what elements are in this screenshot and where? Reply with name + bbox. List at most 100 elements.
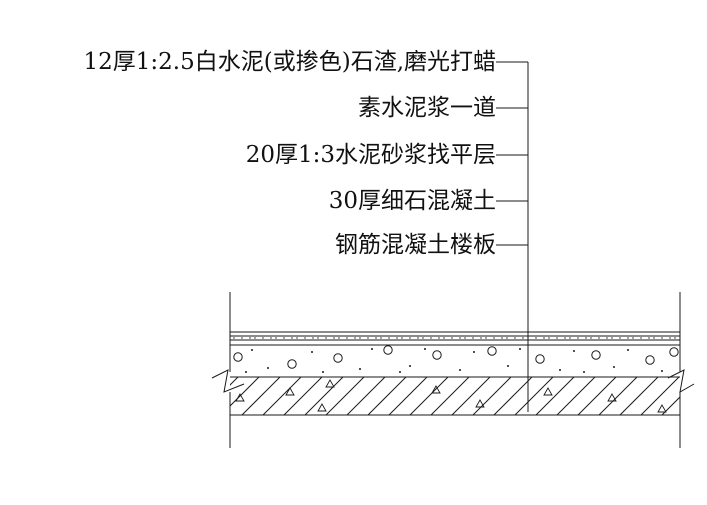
hatch-line [325, 377, 365, 415]
aggregate-triangle [325, 379, 335, 388]
hatch-line [577, 377, 617, 415]
aggregate-circle [645, 355, 655, 365]
aggregate-circle [287, 359, 297, 369]
hatch-line [304, 377, 344, 415]
aggregate-triangle [285, 387, 295, 396]
mortar-dot [548, 337, 550, 339]
mortar-dot [438, 337, 440, 339]
hatch-line [388, 377, 428, 415]
aggregate-dot [519, 348, 521, 350]
mortar-dot [359, 337, 361, 339]
mortar-dot [506, 337, 508, 339]
aggregate-dot [661, 370, 663, 372]
mortar-dot [501, 337, 503, 339]
mortar-dot [430, 337, 432, 339]
aggregate-dot [583, 371, 585, 373]
mortar-dot [653, 337, 655, 339]
mortar-dot [325, 337, 327, 339]
mortar-dot [648, 337, 650, 339]
hatch-line [493, 377, 533, 415]
mortar-dot [590, 337, 592, 339]
aggregate-dot [573, 350, 575, 352]
aggregate-circle [233, 352, 243, 362]
aggregate-triangle [543, 387, 553, 396]
break-mark-left [211, 369, 245, 393]
aggregate-circle [535, 354, 545, 364]
hatch-line [556, 377, 596, 415]
hatch-line [346, 377, 386, 415]
hatch-line [661, 396, 680, 415]
mortar-dot [354, 337, 356, 339]
aggregate-circles [233, 345, 679, 369]
slab-triangles [235, 379, 667, 413]
mortar-dot [527, 337, 529, 339]
mortar-dot [443, 337, 445, 339]
hatch-line [283, 377, 323, 415]
mortar-dot [585, 337, 587, 339]
mortar-dot [577, 337, 579, 339]
mortar-dot [606, 337, 608, 339]
mortar-dot [275, 337, 277, 339]
mortar-dot [249, 337, 251, 339]
aggregate-circle [383, 345, 393, 355]
aggregate-triangle [235, 393, 245, 402]
mortar-dot [564, 337, 566, 339]
mortar-dots [233, 337, 676, 339]
mortar-dot [543, 337, 545, 339]
mortar-dot [674, 337, 676, 339]
mortar-dot [317, 337, 319, 339]
aggregate-circle [333, 353, 343, 363]
mortar-dot [480, 337, 482, 339]
mortar-dot [333, 337, 335, 339]
aggregate-dot [559, 369, 561, 371]
mortar-dot [640, 337, 642, 339]
mortar-dot [367, 337, 369, 339]
layer-label-cement-slurry: 素水泥浆一道 [358, 95, 496, 121]
mortar-dot [401, 337, 403, 339]
mortar-dot [619, 337, 621, 339]
aggregate-circle [591, 350, 601, 360]
break-mark-right [667, 369, 695, 393]
mortar-dot [262, 337, 264, 339]
aggregate-triangle [657, 404, 667, 413]
aggregate-triangle [607, 393, 617, 402]
mortar-dot [241, 337, 243, 339]
hatch-line [230, 377, 260, 407]
mortar-dot [451, 337, 453, 339]
mortar-dot [270, 337, 272, 339]
hatch-line [367, 377, 407, 415]
layer-label-fine-concrete: 30厚细石混凝土 [328, 188, 496, 214]
mortar-dot [375, 337, 377, 339]
mortar-dot [464, 337, 466, 339]
hatch-line [451, 377, 491, 415]
mortar-dot [472, 337, 474, 339]
hatch-line [472, 377, 512, 415]
aggregate-dot [311, 351, 313, 353]
mortar-dot [312, 337, 314, 339]
hatch-line [262, 377, 302, 415]
mortar-dot [291, 337, 293, 339]
mortar-dot [422, 337, 424, 339]
mortar-dot [283, 337, 285, 339]
hatch-line [598, 377, 638, 415]
aggregate-triangle [475, 399, 485, 408]
aggregate-dot [424, 348, 426, 350]
aggregate-dot [459, 369, 461, 371]
mortar-dot [409, 337, 411, 339]
hatch-line [241, 377, 281, 415]
aggregate-dot [409, 365, 411, 367]
layer-label-rc-slab: 钢筋混凝土楼板 [335, 232, 496, 258]
mortar-dot [296, 337, 298, 339]
hatch-line [430, 377, 470, 415]
aggregate-dot [613, 366, 615, 368]
hatch-line [230, 377, 239, 386]
aggregate-dot [245, 371, 247, 373]
aggregate-dot [251, 349, 253, 351]
aggregate-dot [507, 365, 509, 367]
aggregate-triangle [431, 385, 441, 394]
mortar-dot [632, 337, 634, 339]
mortar-dot [388, 337, 390, 339]
hatch-line [683, 377, 707, 415]
